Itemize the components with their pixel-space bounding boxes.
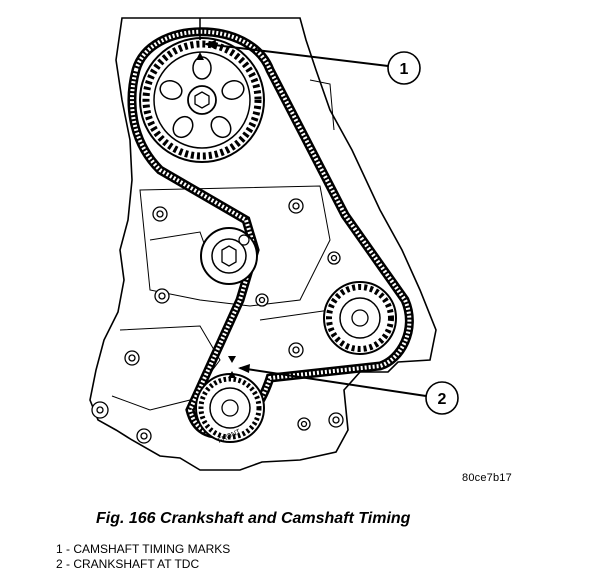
figure-code: 80ce7b17 [462,472,512,484]
legend-item: 1 - CAMSHAFT TIMING MARKS [56,542,231,556]
block-bolts [91,198,344,444]
timing-belt [127,27,414,439]
callout-1: 1 [204,40,421,85]
belt-tensioner [200,227,258,285]
crankshaft-sprocket: FRONT [195,373,265,445]
figure-legend: 1 - CAMSHAFT TIMING MARKS 2 - CRANKSHAFT… [56,542,230,572]
camshaft-sprocket [139,37,265,163]
legend-item: 2 - CRANKSHAFT AT TDC [56,557,200,571]
crankshaft-tdc-marks [228,356,236,378]
callout-1-number: 1 [400,61,409,78]
figure-caption: Fig. 166 Crankshaft and Camshaft Timing [96,510,411,527]
camshaft-timing-marks [196,18,204,60]
callout-2-number: 2 [438,391,447,408]
intermediate-sprocket [323,281,397,355]
engine-timing-diagram: FRONT 1 2 [89,17,459,471]
callout-2: 2 [238,364,459,415]
